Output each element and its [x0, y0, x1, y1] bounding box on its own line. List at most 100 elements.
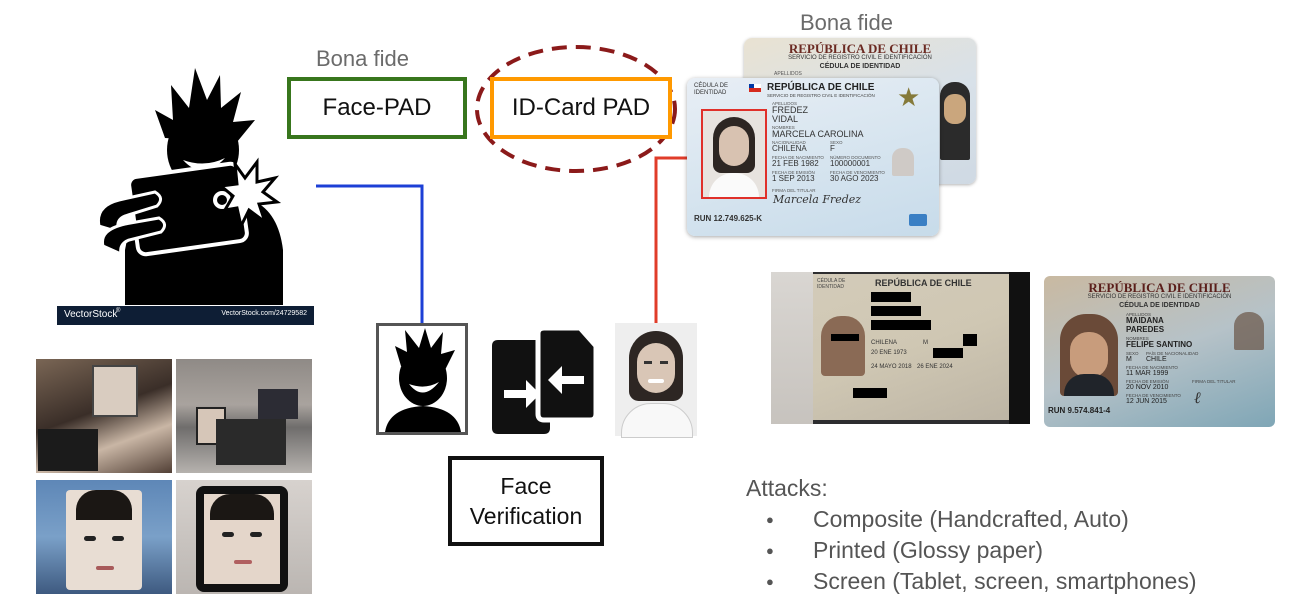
- redaction-bar: [963, 334, 977, 346]
- vectorstock-url: VectorStock.com/24729582: [221, 310, 307, 317]
- screen-card-header: CÉDULA DE IDENTIDAD: [817, 278, 846, 290]
- redaction-bar: [933, 348, 963, 358]
- desk-equipment: [216, 419, 286, 465]
- printed-card-subtitle: SERVICIO DE REGISTRO CIVIL E IDENTIFICAC…: [1087, 294, 1232, 300]
- names-label: NOMBRES: [772, 125, 795, 130]
- screen-card-photo: [821, 316, 865, 376]
- printed-card-photo: [1060, 314, 1118, 396]
- monitor: [258, 389, 298, 419]
- printed-face: [66, 490, 142, 590]
- surname-1: FREDEZ: [772, 105, 808, 115]
- attack-card-printed: REPÚBLICA DE CHILE SERVICIO DE REGISTRO …: [1044, 276, 1275, 427]
- tablet: [196, 486, 288, 592]
- idcard-pad-label: ID-Card PAD: [511, 94, 651, 121]
- printed-card-title: REPÚBLICA DE CHILE: [1088, 280, 1231, 295]
- tablet-face: [204, 494, 280, 584]
- card-chip-icon: [909, 214, 927, 226]
- face-pad-label: Face-PAD: [322, 94, 432, 121]
- card-photo: [701, 109, 767, 199]
- expiry-label: FECHA DE VENCIMIENTO: [830, 170, 885, 175]
- card-back-title: REPÚBLICA DE CHILE: [788, 41, 932, 56]
- birth-value: 21 FEB 1982: [772, 159, 819, 168]
- printed-birth-label: FECHA DE NACIMIENTO: [1126, 365, 1178, 370]
- card-back-doc-title: CÉDULA DE IDENTIDAD: [819, 63, 901, 70]
- star-emblem-icon: ★: [897, 82, 921, 112]
- card-back-photo: [940, 82, 970, 160]
- selfie-thumbnail: [376, 323, 468, 435]
- card-subtitle: SERVICIO DE REGISTRO CIVIL E IDENTIFICAC…: [767, 93, 875, 98]
- compare-icon: [492, 325, 599, 434]
- screen-nationality: CHILENA: [871, 340, 898, 346]
- card-back-subtitle: SERVICIO DE REGISTRO CIVIL E IDENTIFICAC…: [788, 55, 932, 61]
- doc-label: NÚMERO DOCUMENTO: [830, 155, 881, 160]
- chile-flag-icon: [749, 84, 761, 92]
- dashed-ellipse: [475, 45, 677, 173]
- nationality-value: CHILENA: [772, 144, 807, 153]
- sex-value: F: [830, 144, 835, 153]
- screen-sex: M: [923, 340, 928, 346]
- printed-birth: 11 MAR 1999: [1126, 370, 1169, 377]
- ghost-photo: [892, 148, 914, 176]
- screen-card-title: REPÚBLICA DE CHILE: [875, 278, 972, 288]
- attack-item-screen: Screen (Tablet, screen, smartphones): [746, 566, 1286, 597]
- screen-left-panel: [771, 272, 813, 424]
- face-verification-label: Face Verification: [469, 473, 583, 529]
- card-back-surname-label: APELLIDOS: [774, 71, 802, 77]
- screen-taskbar: [1009, 272, 1030, 424]
- surname-2: VIDAL: [772, 114, 799, 124]
- attack-photo-4: [176, 480, 312, 594]
- screen-card: CÉDULA DE IDENTIDAD REPÚBLICA DE CHILE C…: [813, 274, 1009, 420]
- screen-birth: 20 ENE 1973: [871, 350, 907, 356]
- printed-run: RUN 9.574.841-4: [1048, 406, 1111, 415]
- cartoon-face-icon: [385, 328, 461, 432]
- red-connector: [654, 156, 700, 324]
- bona-fide-label-right: Bona fide: [800, 10, 893, 35]
- printed-card-doc-title: CÉDULA DE IDENTIDAD: [1119, 302, 1200, 309]
- printed-names-label: NOMBRES: [1126, 336, 1149, 341]
- printed-surname-1: MAIDANA: [1126, 316, 1164, 325]
- redaction-bar: [853, 388, 887, 398]
- face-pad-box: Face-PAD: [287, 77, 467, 139]
- attack-photo-3: [36, 480, 172, 594]
- screen-expiry: 26 ENE 2024: [917, 364, 953, 370]
- printed-expiry-label: FECHA DE VENCIMIENTO: [1126, 393, 1181, 398]
- names-value: MARCELA CAROLINA: [772, 129, 864, 139]
- attacks-list: Attacks: Composite (Handcrafted, Auto) P…: [746, 472, 1286, 597]
- vectorstock-brand: VectorStock: [64, 309, 118, 320]
- blue-connector: [316, 184, 424, 324]
- sex-label: SEXO: [830, 140, 843, 145]
- held-photo: [92, 365, 138, 417]
- printed-sex: M: [1126, 356, 1132, 363]
- vectorstock-trademark: ®: [116, 308, 121, 314]
- signature: Marcela Fredez: [773, 193, 862, 206]
- run-number: RUN 12.749.625-K: [694, 214, 763, 223]
- attack-photo-1: [36, 359, 172, 473]
- printed-sex-label: SEXO: [1126, 351, 1139, 356]
- issue-value: 1 SEP 2013: [772, 174, 815, 183]
- screen-issue: 24 MAYO 2018: [871, 364, 912, 370]
- attack-item-composite: Composite (Handcrafted, Auto): [746, 504, 1286, 535]
- idcard-pad-box: ID-Card PAD: [490, 77, 672, 139]
- selfie-person-icon: [96, 68, 283, 305]
- signature-label: FIRMA DEL TITULAR: [772, 188, 816, 193]
- printed-issue-label: FECHA DE EMISIÓN: [1126, 379, 1169, 384]
- face-verification-box: Face Verification: [448, 456, 604, 546]
- doc-value: 100000001: [830, 159, 871, 168]
- printed-names: FELIPE SANTINO: [1126, 340, 1193, 349]
- attacks-title: Attacks:: [746, 475, 828, 501]
- expiry-value: 30 AGO 2023: [830, 174, 879, 183]
- card-header-left: CÉDULA DE IDENTIDAD: [694, 83, 729, 96]
- printed-signature-mark: ℓ: [1194, 388, 1201, 407]
- surname-label: APELLIDOS: [772, 101, 798, 106]
- birth-label: FECHA DE NACIMIENTO: [772, 155, 824, 160]
- id-face-thumbnail: [615, 323, 697, 438]
- bona-fide-label-left: Bona fide: [316, 46, 409, 71]
- printed-nat: CHILE: [1146, 356, 1167, 363]
- printed-signature-label: FIRMA DEL TITULAR: [1192, 379, 1236, 384]
- card-title: REPÚBLICA DE CHILE: [767, 82, 875, 93]
- vectorstock-bar: VectorStock ® VectorStock.com/24729582: [57, 306, 314, 325]
- printed-ghost-photo: [1234, 312, 1264, 350]
- nationality-label: NACIONALIDAD: [772, 140, 806, 145]
- dark-sleeve: [38, 429, 98, 471]
